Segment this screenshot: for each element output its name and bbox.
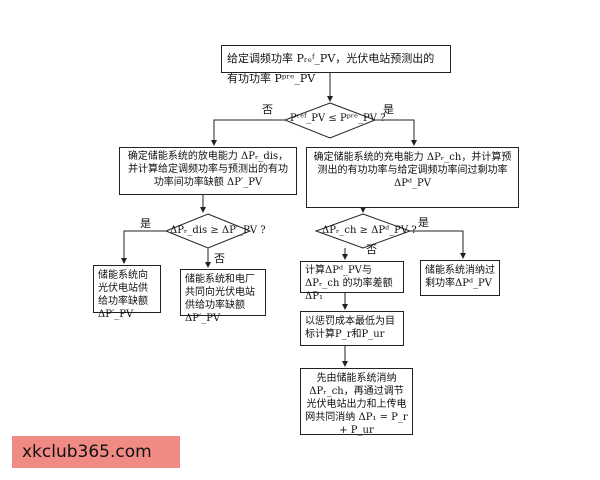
joint-supply-box: 储能系统和电厂共同向光伏电站供给功率缺额ΔP′_PV: [180, 269, 266, 324]
decision3-text: ΔPᵣ_ch ≥ ΔPᵈ_PV ?: [322, 225, 417, 236]
start-box: 给定调频功率 Pᵣₑᶠ_PV，光伏电站预测出的有功功率 Pᵖʳᵉ_PV: [221, 45, 451, 85]
start-text: 给定调频功率 Pᵣₑᶠ_PV，光伏电站预测出的有功功率 Pᵖʳᵉ_PV: [227, 52, 435, 85]
right-step-box: 确定储能系统的充电能力 ΔPᵣ_ch，并计算预测出的有功功率与给定调频功率间过剩…: [306, 147, 519, 208]
decision3-no-label: 否: [366, 243, 377, 256]
final-text: 先由储能系统消纳ΔPᵣ_ch，再通过调节光伏电站出力和上传电网共同消纳 ΔP₁ …: [305, 373, 408, 436]
decision2-yes-label: 是: [140, 217, 151, 230]
joint-supply-text: 储能系统和电厂共同向光伏电站供给功率缺额ΔP′_PV: [185, 274, 255, 324]
watermark-banner: xkclub365.com: [12, 436, 180, 468]
right-step-text: 确定储能系统的充电能力 ΔPᵣ_ch，并计算预测出的有功功率与给定调频功率间过剩…: [313, 152, 512, 189]
storage-supply-box: 储能系统向光伏电站供给功率缺额 ΔP′_PV: [93, 265, 161, 320]
decision2-text: ΔPᵣ_dis ≥ ΔP′_PV ?: [170, 225, 266, 236]
min-penalty-box: 以惩罚成本最低为目标计算P_r和P_ur: [300, 311, 404, 346]
watermark-text: xkclub365.com: [22, 442, 152, 462]
storage-absorb-text: 储能系统消纳过剩功率ΔPᵈ_PV: [425, 265, 495, 289]
decision1-no-label: 否: [262, 103, 273, 116]
final-box: 先由储能系统消纳ΔPᵣ_ch，再通过调节光伏电站出力和上传电网共同消纳 ΔP₁ …: [300, 368, 413, 436]
calc-diff-text: 计算ΔPᵈ_PV与ΔPᵣ_ch 的功率差额ΔP₁: [305, 265, 393, 302]
decision2-no-label: 否: [214, 252, 225, 265]
left-step-text: 确定储能系统的放电能力 ΔPᵣ_dis，并计算给定调频功率与预测出的有功功率间功…: [127, 151, 289, 188]
storage-supply-text: 储能系统向光伏电站供给功率缺额 ΔP′_PV: [98, 270, 148, 320]
calc-diff-box: 计算ΔPᵈ_PV与ΔPᵣ_ch 的功率差额ΔP₁: [300, 261, 404, 302]
min-penalty-text: 以惩罚成本最低为目标计算P_r和P_ur: [305, 316, 395, 340]
storage-absorb-box: 储能系统消纳过剩功率ΔPᵈ_PV: [420, 260, 500, 296]
left-step-box: 确定储能系统的放电能力 ΔPᵣ_dis，并计算给定调频功率与预测出的有功功率间功…: [119, 147, 297, 195]
decision3-yes-label: 是: [418, 216, 429, 229]
decision1-yes-label: 是: [383, 103, 394, 116]
decision1-text: Pʳᵉᶠ_PV ≤ Pᵖʳᵉ_PV ?: [290, 113, 386, 124]
